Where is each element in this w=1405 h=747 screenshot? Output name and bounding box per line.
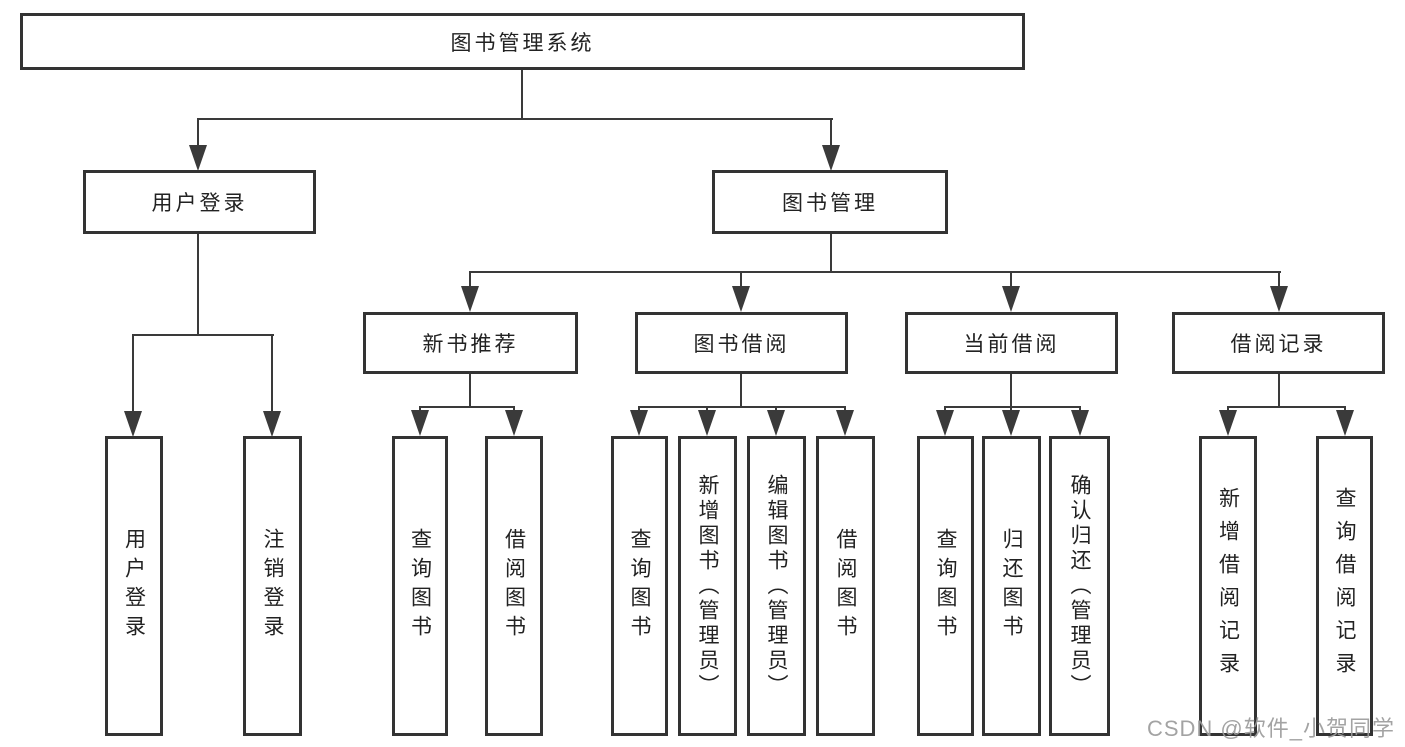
node-leaf-query-borrow-record: 查询借阅记录 <box>1316 436 1373 736</box>
node-label: 借阅图书 <box>834 528 857 644</box>
arrowhead-leaf-logout <box>263 411 281 437</box>
node-label: 图书管理 <box>782 192 878 215</box>
arrowhead-book-management <box>822 145 840 171</box>
node-label: 注销登录 <box>261 528 284 644</box>
node-leaf-add-book-admin: 新增图书（管理员） <box>678 436 737 736</box>
node-label: 查询图书 <box>408 528 432 644</box>
connector-book-borrow-stub <box>740 374 742 408</box>
node-label: 查询图书 <box>934 528 957 644</box>
arrowhead-leaf-user-login <box>124 411 142 437</box>
arrowhead-leaf <box>836 410 854 436</box>
node-leaf-return-book: 归还图书 <box>982 436 1041 736</box>
node-label: 新增图书（管理员） <box>696 473 719 699</box>
node-label: 新书推荐 <box>422 333 519 356</box>
arrowhead-current-borrow <box>1002 286 1020 312</box>
node-current-borrow: 当前借阅 <box>905 312 1118 374</box>
connector-to-leaf-logout <box>271 334 273 412</box>
node-leaf-query-books-borrow: 查询图书 <box>611 436 668 736</box>
connector-borrow-records-stub <box>1278 374 1280 408</box>
connector-current-borrow-hline <box>944 406 1081 408</box>
arrowhead-leaf <box>1071 410 1089 436</box>
node-user-login: 用户登录 <box>83 170 316 234</box>
arrowhead-leaf <box>505 410 523 436</box>
arrowhead-leaf <box>936 410 954 436</box>
arrowhead-leaf <box>630 410 648 436</box>
node-leaf-add-borrow-record: 新增借阅记录 <box>1199 436 1257 736</box>
node-label: 图书管理系统 <box>450 31 595 55</box>
node-label: 归还图书 <box>1000 528 1023 644</box>
connector-to-user-login <box>197 118 199 148</box>
node-label: 用户登录 <box>151 192 248 215</box>
connector-new-book-hline <box>419 406 515 408</box>
node-leaf-query-books-recommend: 查询图书 <box>392 436 448 736</box>
arrowhead-leaf <box>1219 410 1237 436</box>
node-book-borrow: 图书借阅 <box>635 312 848 374</box>
arrowhead-leaf <box>411 410 429 436</box>
node-label: 确认归还（管理员） <box>1068 473 1091 699</box>
arrowhead-new-book <box>461 286 479 312</box>
connector-to-current-borrow <box>1010 271 1012 289</box>
connector-current-borrow-stub <box>1010 374 1012 408</box>
node-label: 借阅记录 <box>1230 333 1327 356</box>
connector-root-stub <box>521 70 523 120</box>
connector-book-borrow-hline <box>638 406 846 408</box>
connector-user-login-hline <box>132 334 274 336</box>
node-root-library-system: 图书管理系统 <box>20 13 1025 70</box>
arrowhead-leaf <box>1336 410 1354 436</box>
node-leaf-borrow-books-recommend: 借阅图书 <box>485 436 543 736</box>
node-label: 图书借阅 <box>693 333 790 356</box>
connector-borrow-records-hline <box>1227 406 1346 408</box>
node-leaf-borrow-books: 借阅图书 <box>816 436 875 736</box>
connector-to-new-book <box>469 271 471 289</box>
connector-to-book-management <box>830 118 832 148</box>
node-book-management: 图书管理 <box>712 170 948 234</box>
arrowhead-borrow-records <box>1270 286 1288 312</box>
node-label: 编辑图书（管理员） <box>765 473 788 699</box>
arrowhead-book-borrow <box>732 286 750 312</box>
node-leaf-edit-book-admin: 编辑图书（管理员） <box>747 436 806 736</box>
watermark-text: CSDN @软件_小贺同学 <box>1146 716 1395 741</box>
node-leaf-logout: 注销登录 <box>243 436 302 736</box>
node-leaf-user-login: 用户登录 <box>105 436 163 736</box>
node-new-book-recommend: 新书推荐 <box>363 312 578 374</box>
node-borrow-records: 借阅记录 <box>1172 312 1385 374</box>
node-label: 新增借阅记录 <box>1216 487 1240 685</box>
arrowhead-user-login <box>189 145 207 171</box>
connector-new-book-stub <box>469 374 471 408</box>
connector-to-borrow-records <box>1278 271 1280 289</box>
arrowhead-leaf <box>1002 410 1020 436</box>
arrowhead-leaf <box>767 410 785 436</box>
node-label: 查询图书 <box>628 528 651 644</box>
node-label: 用户登录 <box>122 528 146 644</box>
arrowhead-leaf <box>698 410 716 436</box>
node-label: 借阅图书 <box>502 528 526 644</box>
node-label: 查询借阅记录 <box>1333 487 1356 685</box>
connector-user-login-stub <box>197 234 199 335</box>
connector-level2-hline <box>197 118 833 120</box>
node-leaf-query-books-current: 查询图书 <box>917 436 974 736</box>
connector-to-book-borrow <box>740 271 742 289</box>
node-leaf-confirm-return-admin: 确认归还（管理员） <box>1049 436 1110 736</box>
connector-level3-hline <box>469 271 1281 273</box>
node-label: 当前借阅 <box>963 333 1060 356</box>
connector-to-leaf-user-login <box>132 334 134 412</box>
connector-book-management-stub <box>830 234 832 272</box>
